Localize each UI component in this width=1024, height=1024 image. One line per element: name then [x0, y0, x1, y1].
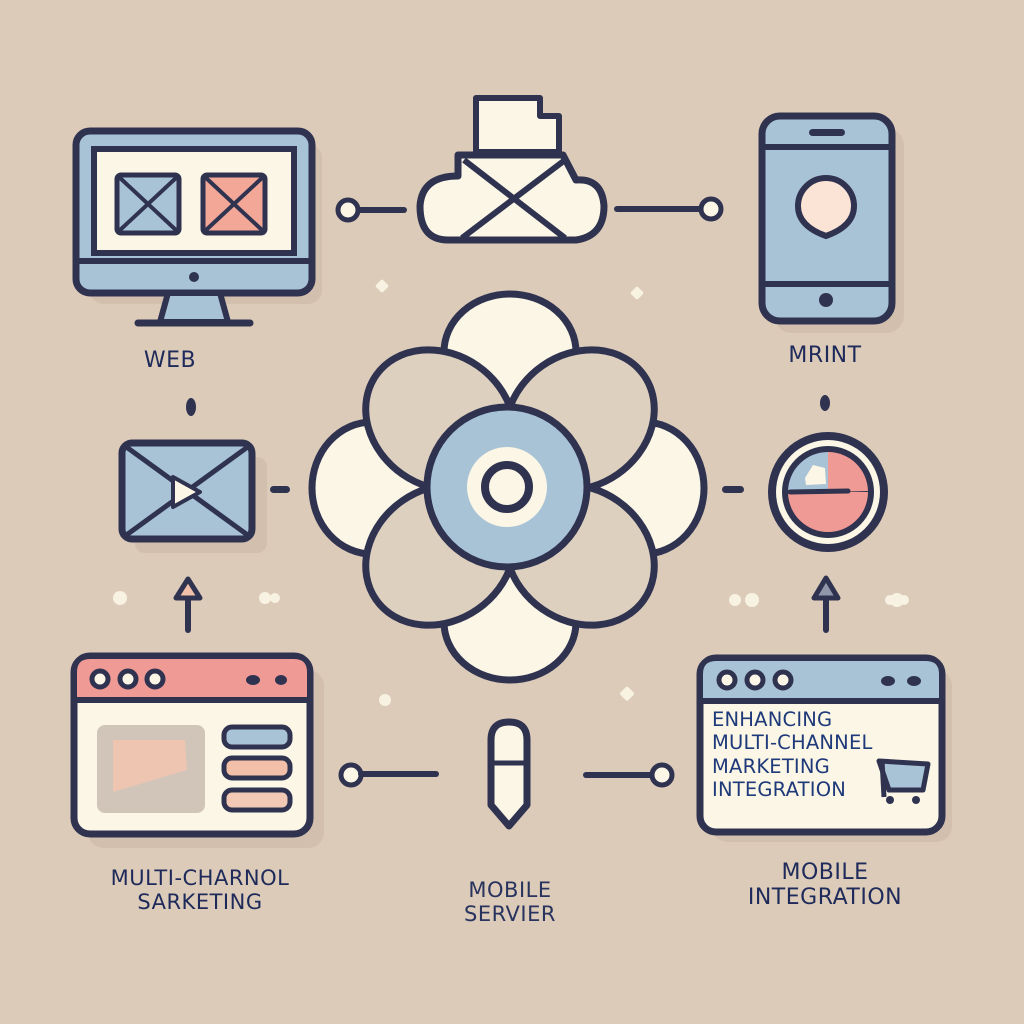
usb-stick-icon	[487, 718, 531, 830]
headline-line: MULTI-CHANNEL	[712, 731, 873, 755]
label-line: MOBILE	[781, 860, 869, 885]
up-arrow-icon-left	[173, 576, 203, 633]
up-arrow-icon-right	[811, 575, 841, 633]
browser-cart-icon	[696, 654, 952, 842]
headline-line: ENHANCING	[712, 708, 833, 731]
label-multichannel: MULTI-CHARNOL SARKETING	[60, 866, 340, 914]
cloud-mail-icon	[416, 95, 608, 244]
browser-headline: ENHANCING MULTI-CHANNEL MARKETING INTEGR…	[712, 708, 887, 802]
label-mobile-integration: MOBILE INTEGRATION	[700, 860, 950, 911]
label-line: SARKETING	[137, 890, 263, 915]
label-mobile-server: MOBILE SERVIER	[420, 878, 600, 926]
label-web: WEB	[143, 348, 197, 373]
label-line: MOBILE	[468, 878, 552, 902]
headline-line: INTEGRATION	[712, 778, 847, 802]
pie-chart-gauge-icon	[768, 432, 888, 552]
connector-browser-usb	[338, 762, 439, 788]
browser-window-icon	[70, 652, 324, 848]
smartphone-icon	[758, 112, 904, 333]
flower-hub-icon	[308, 290, 708, 684]
connector-dots	[186, 395, 830, 493]
sparkles	[113, 279, 909, 706]
label-mobile-phone: MRINT	[788, 343, 862, 368]
connector-cloud-phone	[614, 196, 724, 222]
label-line: MULTI-CHARNOL	[110, 866, 290, 890]
headline-line: MARKETING	[712, 754, 830, 778]
video-envelope-icon	[118, 439, 267, 553]
label-line: SERVIER	[464, 902, 556, 927]
connector-usb-cart	[583, 762, 675, 788]
desktop-monitor-icon	[72, 127, 322, 327]
connector-web-cloud	[335, 197, 407, 223]
label-line: INTEGRATION	[747, 885, 903, 911]
